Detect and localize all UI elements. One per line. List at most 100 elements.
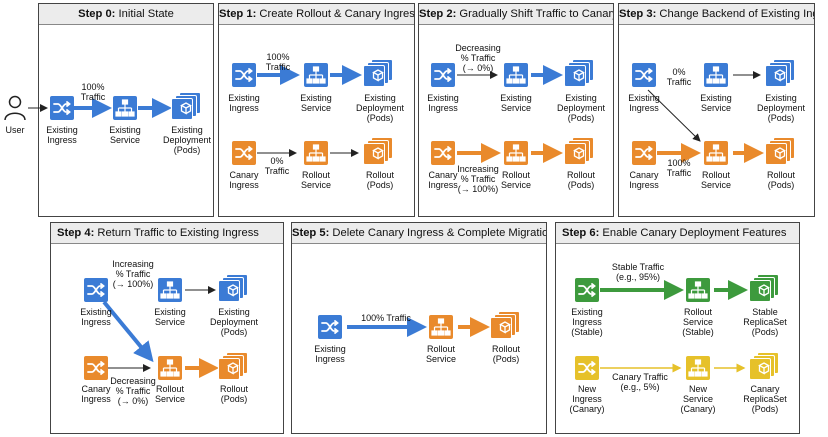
step2-traffic-bottom-label: Increasing % Traffic (→ 100%) <box>457 164 499 194</box>
step6-traffic-top-label: Stable Traffic (e.g., 95%) <box>611 262 665 282</box>
step4-ingress-icon <box>84 278 108 307</box>
step-title: Gradually Shift Traffic to Canary <box>459 8 613 20</box>
step1-rollout-pods-icon <box>363 137 393 172</box>
panel-title: Step 0: Initial State <box>39 4 213 25</box>
step4-canary-ingress-icon <box>84 356 108 385</box>
step3-rollout-service-label: Rollout Service <box>700 170 732 190</box>
step3-traffic-bottom-label: 100% Traffic <box>666 158 692 178</box>
panel-title: Step 2: Gradually Shift Traffic to Canar… <box>419 4 613 25</box>
step1-ingress-label: Existing Ingress <box>228 93 260 113</box>
step4-rollout-service-label: Rollout Service <box>154 384 186 404</box>
panel-title: Step 6: Enable Canary Deployment Feature… <box>556 223 799 244</box>
step-title: Create Rollout & Canary Ingress <box>259 8 414 20</box>
step1-deployment-label: Existing Deployment (Pods) <box>355 93 405 123</box>
step4-canary-ingress-label: Canary Ingress <box>81 384 111 404</box>
step1-rollout-service-icon <box>304 141 328 170</box>
step2-canary-ingress-icon <box>431 141 455 170</box>
step5-traffic-label: 100% Traffic <box>361 313 411 323</box>
step5-ingress-label: Existing Ingress <box>314 344 346 364</box>
step6-stable-service-icon <box>686 278 710 307</box>
step-number: Step 0: <box>78 8 116 20</box>
step1-traffic-bottom-label: 0% Traffic <box>264 156 290 176</box>
step3-canary-ingress-icon <box>632 141 656 170</box>
step3-canary-ingress-label: Canary Ingress <box>629 170 659 190</box>
step6-stable-ingress-icon <box>575 278 599 307</box>
step2-deployment-label: Existing Deployment (Pods) <box>556 93 606 123</box>
step6-canary-service-icon <box>686 356 710 385</box>
arrow-step4-ingress-rollout-service <box>102 300 154 363</box>
step2-service-label: Existing Service <box>500 93 532 113</box>
panel-title: Step 1: Create Rollout & Canary Ingress <box>219 4 414 25</box>
step3-ingress-icon <box>632 63 656 92</box>
panel-title: Step 4: Return Traffic to Existing Ingre… <box>51 223 283 244</box>
step6-traffic-bottom-label: Canary Traffic (e.g., 5%) <box>612 372 668 392</box>
step6-stable-replicaset-label: Stable ReplicaSet (Pods) <box>743 307 787 337</box>
panel-title: Step 5: Delete Canary Ingress & Complete… <box>292 223 546 244</box>
user-label: User <box>5 125 25 135</box>
arrow-step3-ingress-rollout-service <box>647 89 701 142</box>
step1-canary-ingress-label: Canary Ingress <box>229 170 259 190</box>
step3-rollout-service-icon <box>704 141 728 170</box>
user-icon <box>4 95 26 121</box>
step5-rollout-label: Rollout (Pods) <box>491 344 521 364</box>
step1-rollout-label: Rollout (Pods) <box>365 170 395 190</box>
step-number: Step 5: <box>292 227 330 239</box>
step6-canary-replicaset-label: Canary ReplicaSet (Pods) <box>743 384 787 414</box>
step3-rollout-pods-icon <box>765 137 795 172</box>
step2-pods-icon <box>564 59 594 94</box>
step0-deployment-label: Existing Deployment (Pods) <box>162 125 212 155</box>
step2-rollout-service-label: Rollout Service <box>500 170 532 190</box>
step1-service-label: Existing Service <box>300 93 332 113</box>
step1-traffic-top-label: 100% Traffic <box>265 52 291 72</box>
step2-rollout-service-icon <box>504 141 528 170</box>
step6-stable-service-label: Rollout Service (Stable) <box>682 307 714 337</box>
step1-rollout-service-label: Rollout Service <box>300 170 332 190</box>
panel-title: Step 3: Change Backend of Existing Ingre… <box>619 4 814 25</box>
step-title: Delete Canary Ingress & Complete Migrati… <box>332 227 546 239</box>
step-title: Initial State <box>118 8 174 20</box>
step-number: Step 6: <box>562 227 600 239</box>
step5-rollout-service-label: Rollout Service <box>425 344 457 364</box>
step1-canary-ingress-icon <box>232 141 256 170</box>
step-title: Return Traffic to Existing Ingress <box>97 227 259 239</box>
step2-service-icon <box>504 63 528 92</box>
step6-stable-ingress-label: Existing Ingress (Stable) <box>571 307 603 337</box>
step1-ingress-icon <box>232 63 256 92</box>
step1-service-icon <box>304 63 328 92</box>
step2-ingress-icon <box>431 63 455 92</box>
step0-traffic-label: 100% Traffic <box>80 82 106 102</box>
panel-step-2: Step 2: Gradually Shift Traffic to Canar… <box>418 3 614 217</box>
step5-ingress-icon <box>318 315 342 344</box>
step-number: Step 3: <box>619 8 657 20</box>
step4-rollout-service-icon <box>158 356 182 385</box>
panel-step-3: Step 3: Change Backend of Existing Ingre… <box>618 3 815 217</box>
step5-rollout-service-icon <box>429 315 453 344</box>
step5-rollout-pods-icon <box>490 311 520 346</box>
step2-traffic-top-label: Decreasing % Traffic (→ 0%) <box>455 43 501 73</box>
panel-step-6: Step 6: Enable Canary Deployment Feature… <box>555 222 800 434</box>
step2-rollout-pods-icon <box>564 137 594 172</box>
step3-traffic-top-label: 0% Traffic <box>666 67 692 87</box>
step4-traffic-bottom-label: Decreasing % Traffic (→ 0%) <box>110 376 156 406</box>
step0-service-icon <box>113 96 137 125</box>
step3-rollout-label: Rollout (Pods) <box>766 170 796 190</box>
step4-ingress-label: Existing Ingress <box>80 307 112 327</box>
step-number: Step 1: <box>219 8 257 20</box>
step-number: Step 2: <box>419 8 457 20</box>
step0-service-label: Existing Service <box>109 125 141 145</box>
step0-ingress-icon <box>50 96 74 125</box>
step4-rollout-label: Rollout (Pods) <box>219 384 249 404</box>
step6-stable-replicaset-icon <box>749 274 779 309</box>
step1-pods-icon <box>363 59 393 94</box>
step2-ingress-label: Existing Ingress <box>427 93 459 113</box>
step4-service-label: Existing Service <box>154 307 186 327</box>
step4-traffic-top-label: Increasing % Traffic (→ 100%) <box>112 259 154 289</box>
step-title: Enable Canary Deployment Features <box>602 227 787 239</box>
step0-ingress-label: Existing Ingress <box>46 125 78 145</box>
step3-service-label: Existing Service <box>700 93 732 113</box>
step6-canary-replicaset-icon <box>749 352 779 387</box>
step-number: Step 4: <box>57 227 95 239</box>
step4-deployment-label: Existing Deployment (Pods) <box>209 307 259 337</box>
step6-canary-ingress-icon <box>575 356 599 385</box>
